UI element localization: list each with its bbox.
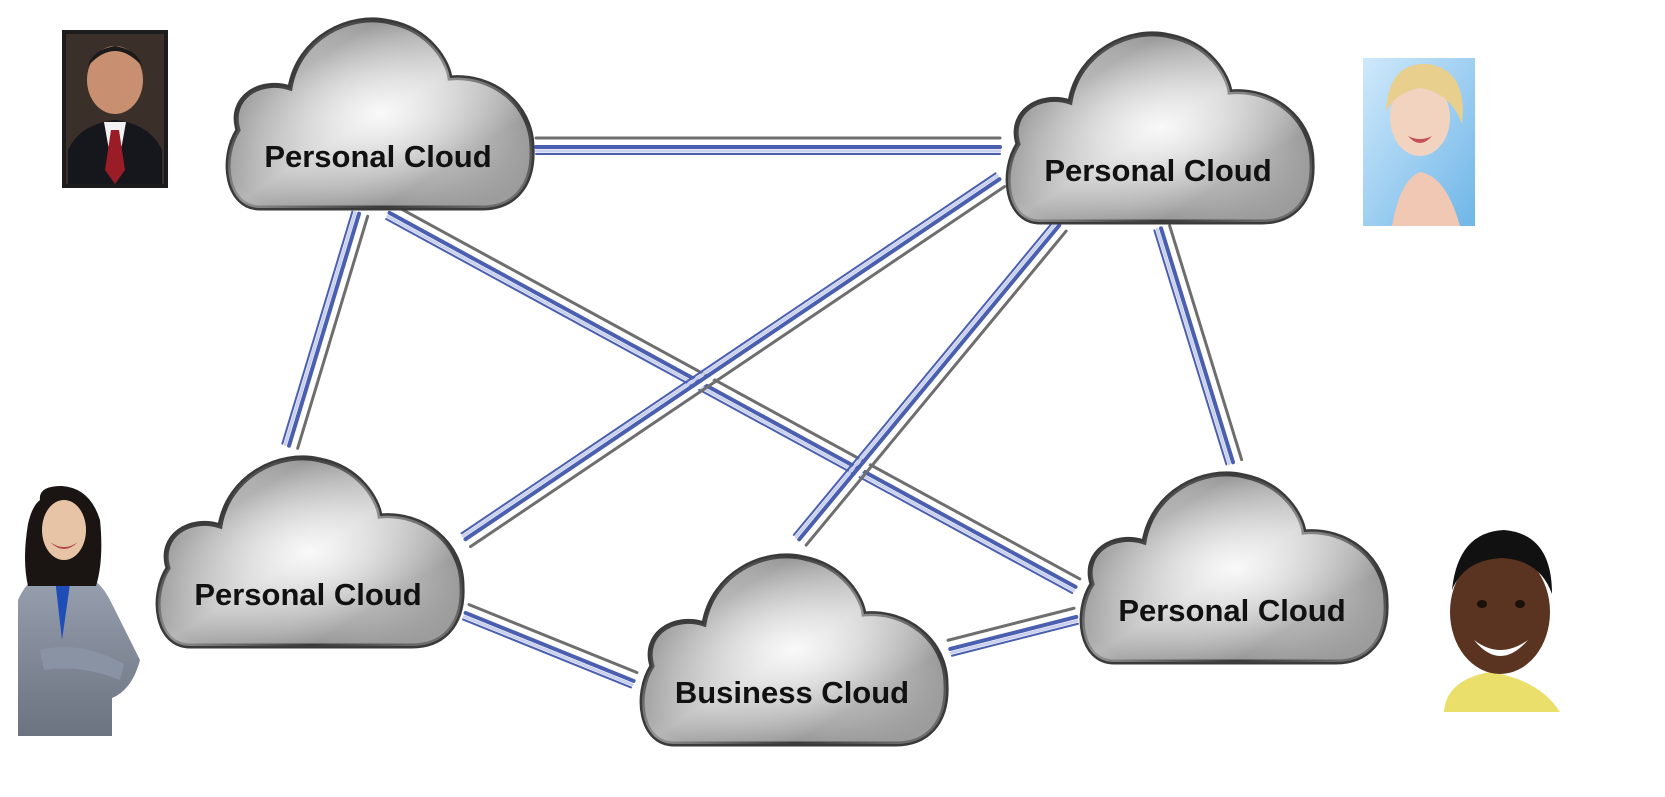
cloud-bottom-right-label: Personal Cloud <box>1118 593 1345 628</box>
connection-pipe-top-right-to-bottom-right <box>1153 224 1244 466</box>
connection-pipe-top-left-to-bottom-right <box>385 203 1082 595</box>
connection-pipe-top-left-to-bottom-left <box>281 210 370 450</box>
businesswoman-photo <box>18 486 140 736</box>
connection-pipe-top-left-to-top-right <box>534 136 1002 155</box>
connection-pipe-bottom-left-to-bottom-center <box>461 603 639 689</box>
young-man-photo <box>1444 530 1560 712</box>
cloud-bottom-left-label: Personal Cloud <box>194 577 421 612</box>
connection-pipe-top-right-to-bottom-center <box>792 219 1068 547</box>
connection-pipe-bottom-center-to-bottom-right <box>946 606 1079 657</box>
man-in-suit-photo <box>62 30 168 188</box>
cloud-bottom-center: Business Cloud <box>639 553 949 747</box>
cloud-top-left: Personal Cloud <box>225 17 535 211</box>
cloud-bottom-right: Personal Cloud <box>1079 471 1389 665</box>
connection-pipes <box>281 136 1244 689</box>
cloud-top-right-label: Personal Cloud <box>1044 153 1271 188</box>
connection-pipe-top-right-to-bottom-left <box>460 172 1006 549</box>
cloud-top-left-label: Personal Cloud <box>264 139 491 174</box>
blonde-woman-photo <box>1363 58 1475 226</box>
cloud-bottom-center-label: Business Cloud <box>675 675 909 710</box>
cloud-top-right: Personal Cloud <box>1005 31 1315 225</box>
cloud-bottom-left: Personal Cloud <box>155 455 465 649</box>
